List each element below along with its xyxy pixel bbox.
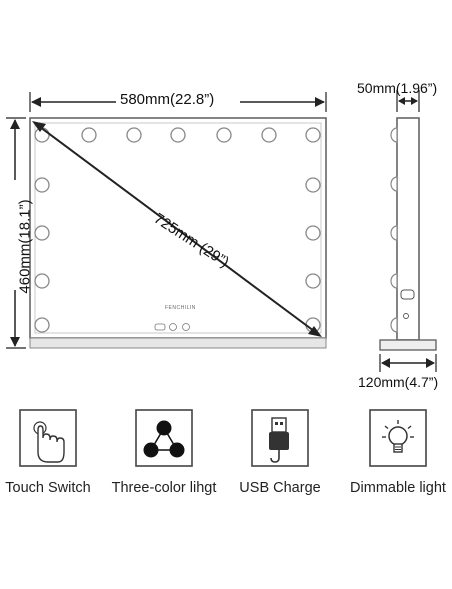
base-dimension-label: 120mm(4.7”) — [358, 374, 439, 390]
side-bulbs — [390, 127, 398, 333]
side-bulb — [390, 273, 398, 289]
usb-port — [154, 323, 166, 331]
bulb — [81, 127, 97, 143]
height-arrow-bottom — [10, 337, 20, 347]
width-arrow-right — [315, 97, 325, 107]
side-bulb — [390, 176, 398, 192]
depth-arrow-left — [398, 97, 405, 105]
mirror-side-stand — [379, 339, 437, 351]
side-bulb — [390, 225, 398, 241]
height-arrow-top — [10, 119, 20, 129]
brand-logo: FENCHILIN — [165, 305, 196, 311]
three-color-circles-icon — [135, 409, 193, 467]
side-bulb — [390, 127, 398, 143]
bulb — [34, 273, 50, 289]
width-arrow-left — [31, 97, 41, 107]
bulb — [34, 127, 50, 143]
bulb — [261, 127, 277, 143]
mirror-glass — [34, 122, 322, 334]
bulb — [216, 127, 232, 143]
side-bulb — [390, 317, 398, 333]
mirror-touch-controls — [154, 323, 190, 331]
feature-label-three-color: Three-color lihgt — [111, 480, 217, 496]
bulb — [34, 177, 50, 193]
touch-hand-icon — [19, 409, 77, 467]
side-switch — [400, 289, 415, 300]
bulb — [305, 177, 321, 193]
mirror-side-body — [396, 117, 420, 341]
feature-label-touch-switch: Touch Switch — [5, 480, 91, 496]
height-dimension-label: 460mm(18.1”) — [16, 199, 34, 294]
bulb — [34, 225, 50, 241]
diagonal-arrow-start — [32, 121, 46, 132]
depth-arrow-right — [411, 97, 418, 105]
dimmable-bulb-icon — [369, 409, 427, 467]
width-dimension-label: 580mm(22.8”) — [120, 91, 215, 108]
mirror-front-frame — [29, 117, 327, 339]
bulbs-left-column — [34, 177, 50, 333]
power-touch-button — [169, 323, 177, 331]
bulb — [305, 225, 321, 241]
diagonal-dimension-line — [35, 123, 319, 335]
feature-label-usb-charge: USB Charge — [239, 480, 321, 496]
bulb — [305, 273, 321, 289]
depth-dimension-label: 50mm(1.96”) — [357, 80, 438, 96]
mirror-base-strip — [29, 337, 327, 349]
base-arrow-left — [381, 358, 390, 368]
bulb — [126, 127, 142, 143]
color-touch-button — [182, 323, 190, 331]
base-arrow-right — [426, 358, 435, 368]
usb-plug-icon — [251, 409, 309, 467]
bulbs-top-row — [34, 127, 321, 143]
side-button — [403, 313, 409, 319]
bulb — [34, 317, 50, 333]
bulb — [305, 127, 321, 143]
bulb — [170, 127, 186, 143]
diagonal-arrow-end — [308, 326, 322, 337]
feature-label-dimmable: Dimmable light — [350, 480, 446, 496]
